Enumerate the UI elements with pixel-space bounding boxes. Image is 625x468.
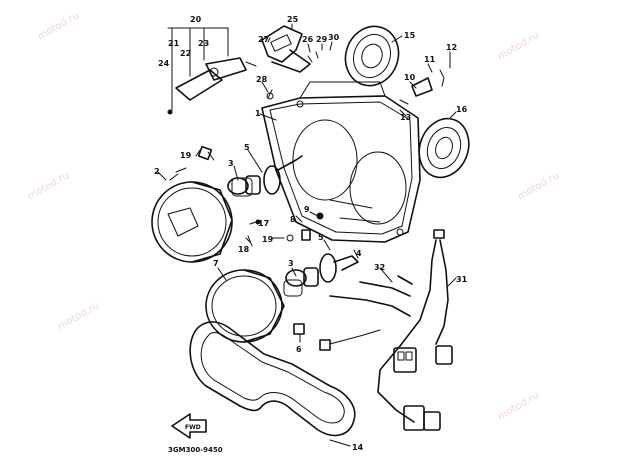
- callout-1: 1: [255, 109, 261, 118]
- watermark-text: motod.ru: [516, 170, 561, 202]
- cover-15: [344, 25, 400, 87]
- drawing-code: 3GM300-9450: [168, 446, 223, 454]
- callout-32: 32: [374, 263, 385, 272]
- callout-8: 8: [290, 215, 296, 224]
- callout-22: 22: [180, 49, 191, 58]
- callout-31: 31: [456, 275, 468, 284]
- callout-21: 21: [168, 39, 180, 48]
- bulb-socket-upper: [227, 155, 303, 195]
- watermark-text: motod.ru: [26, 170, 71, 202]
- callout-19-upper: 19: [180, 151, 192, 160]
- position-lamp-20: [167, 57, 257, 115]
- forward-arrow-icon: FWD: [171, 413, 207, 439]
- callout-24: 24: [158, 59, 170, 68]
- callout-30: 30: [328, 33, 340, 42]
- callout-labels: 1 2 3 3 4 5 5 6 7 8 9 10 11 12 13 14 15 …: [154, 15, 468, 452]
- callout-27: 27: [258, 35, 269, 44]
- callout-14: 14: [352, 443, 364, 452]
- callout-18: 18: [238, 245, 250, 254]
- callout-9: 9: [304, 205, 310, 214]
- bezel-14: [189, 321, 356, 437]
- callout-13: 13: [400, 113, 411, 122]
- callout-19-lower: 19: [262, 235, 274, 244]
- callout-29: 29: [316, 35, 328, 44]
- callout-23: 23: [198, 39, 209, 48]
- leader-lines: [157, 23, 457, 447]
- callout-11: 11: [424, 55, 436, 64]
- callout-25: 25: [287, 15, 299, 24]
- headlight-7: [205, 269, 303, 343]
- callout-15: 15: [404, 31, 416, 40]
- callout-12: 12: [446, 43, 457, 52]
- callout-16: 16: [456, 105, 468, 114]
- wiring-harness-31: [319, 229, 453, 431]
- headlight-2: [151, 167, 253, 263]
- callout-4: 4: [356, 249, 362, 258]
- cover-16: [418, 117, 470, 179]
- callout-28: 28: [256, 75, 268, 84]
- callout-5-upper: 5: [244, 143, 250, 152]
- callout-7: 7: [213, 259, 219, 268]
- callout-6: 6: [296, 345, 302, 354]
- callout-20: 20: [190, 15, 202, 24]
- callout-5-lower: 5: [318, 233, 324, 242]
- callout-10: 10: [404, 73, 416, 82]
- watermark-text: motod.ru: [36, 10, 81, 42]
- watermark-text: motod.ru: [496, 390, 541, 422]
- callout-2: 2: [154, 167, 160, 176]
- callout-17: 17: [258, 219, 269, 228]
- fwd-label: FWD: [185, 424, 201, 431]
- fasteners: [197, 51, 445, 335]
- watermark-text: motod.ru: [56, 300, 101, 332]
- bulb-socket-lower: [285, 253, 359, 287]
- callout-26: 26: [302, 35, 314, 44]
- watermark-text: motod.ru: [496, 30, 541, 62]
- headlight-housing: [261, 81, 421, 243]
- callout-3-upper: 3: [228, 159, 234, 168]
- bracket-25: [261, 25, 311, 73]
- callout-3-lower: 3: [288, 259, 294, 268]
